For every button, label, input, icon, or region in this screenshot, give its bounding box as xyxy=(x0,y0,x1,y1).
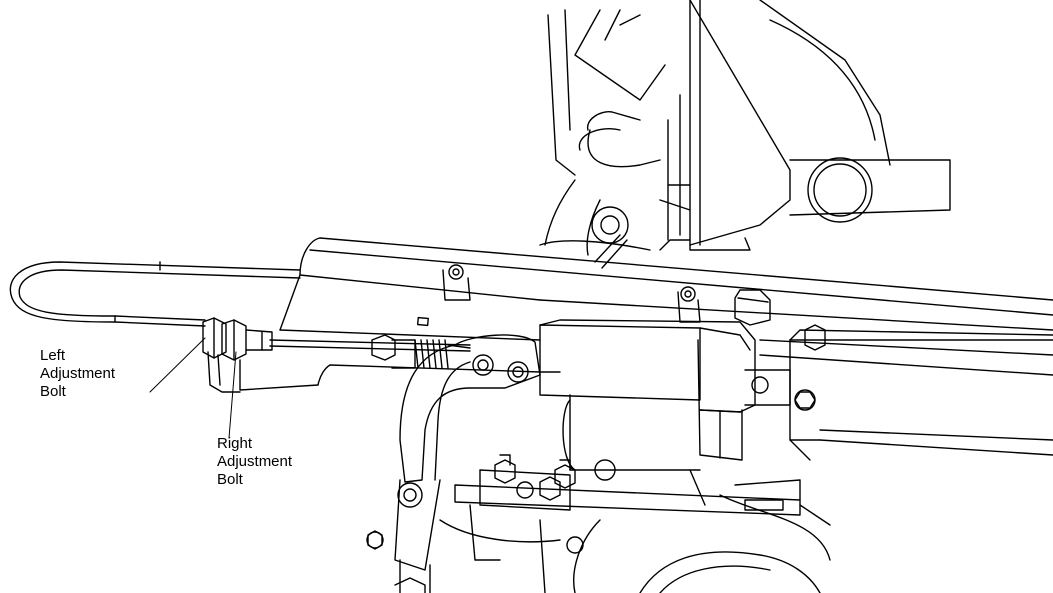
control-cable xyxy=(9,261,471,352)
right-label-line-2: Adjustment xyxy=(217,453,293,470)
left-label-line-2: Adjustment xyxy=(40,365,116,382)
lower-assembly xyxy=(366,504,821,593)
right-label-line-3: Bolt xyxy=(217,471,243,488)
callout-leaders xyxy=(149,337,237,439)
lever-arm xyxy=(394,334,541,593)
mounting-plate xyxy=(454,454,831,561)
left-label-line-1: Left xyxy=(40,347,66,364)
right-bolt-leader xyxy=(228,351,237,439)
right-label-line-1: Right xyxy=(217,435,253,452)
cable-clips xyxy=(416,264,771,327)
actuator-body xyxy=(539,319,1053,481)
engine-housing xyxy=(539,0,951,269)
left-bolt-leader xyxy=(149,337,206,393)
left-label-line-3: Bolt xyxy=(40,383,66,400)
adjustment-bolts xyxy=(202,317,273,393)
main-frame-plate xyxy=(239,237,1053,391)
left-adjustment-bolt-label: Left Adjustment Bolt xyxy=(40,347,115,401)
right-adjustment-bolt-label: Right Adjustment Bolt xyxy=(217,435,292,489)
